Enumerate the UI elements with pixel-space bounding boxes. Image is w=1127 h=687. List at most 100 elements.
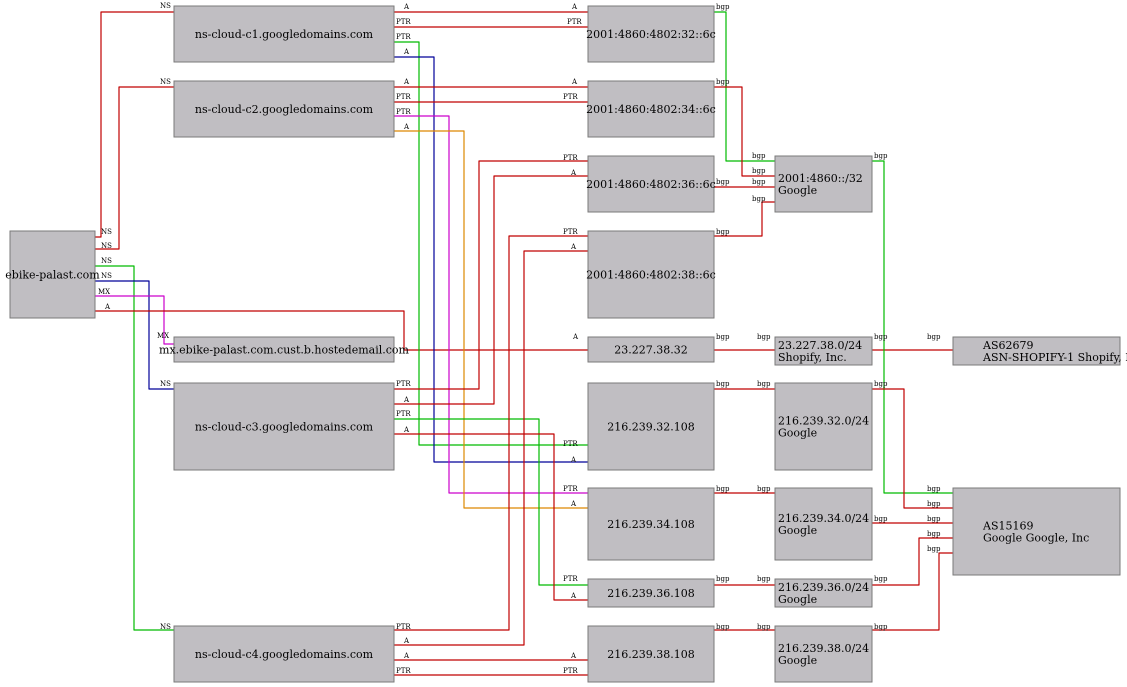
- edge-as-v6: [872, 160, 953, 494]
- edge-label: NS: [101, 272, 112, 280]
- edge-label: bgp: [716, 228, 730, 236]
- edge-label: PTR: [563, 440, 578, 448]
- node-box: [587, 625, 715, 683]
- node-ip-32[interactable]: 216.239.32.108: [587, 382, 715, 471]
- node-label: ns-cloud-c2.googledomains.com: [195, 103, 374, 116]
- node-ip6-36[interactable]: 2001:4860:4802:36::6c: [586, 155, 716, 213]
- edge-label: bgp: [716, 485, 730, 493]
- edge-label: bgp: [757, 485, 771, 493]
- node-label: 2001:4860::/32: [778, 172, 863, 185]
- edge-label: NS: [160, 78, 171, 86]
- edge-label: A: [104, 303, 111, 311]
- node-ebike[interactable]: ebike-palast.com: [5, 230, 100, 319]
- edge-label: bgp: [716, 380, 730, 388]
- node-c1[interactable]: ns-cloud-c1.googledomains.com: [173, 5, 395, 63]
- nodes-layer: ebike-palast.com ns-cloud-c1.googledomain…: [5, 5, 1127, 683]
- edge-ns-c3: [95, 280, 174, 390]
- node-box: [587, 80, 715, 138]
- edge-label: bgp: [927, 515, 941, 523]
- edge-ns-c1: [95, 11, 174, 238]
- node-ip6-38[interactable]: 2001:4860:4802:38::6c: [586, 230, 716, 319]
- edge-c3-a-v6: [394, 175, 588, 405]
- node-box: [173, 382, 395, 471]
- edge-label: bgp: [874, 575, 888, 583]
- node-label: 2001:4860:4802:32::6c: [586, 28, 716, 41]
- node-c2[interactable]: ns-cloud-c2.googledomains.com: [173, 80, 395, 138]
- edges-layer: [95, 11, 953, 676]
- edge-bgp-v6-34: [714, 86, 775, 177]
- node-label: ns-cloud-c4.googledomains.com: [195, 648, 374, 661]
- edge-label: PTR: [396, 93, 411, 101]
- node-mx[interactable]: mx.ebike-palast.com.cust.b.hostedemail.c…: [159, 336, 410, 363]
- node-ip6-34[interactable]: 2001:4860:4802:34::6c: [586, 80, 716, 138]
- node-box: [587, 5, 715, 63]
- node-label: ASN-SHOPIFY-1 Shopify, Inc: [982, 351, 1127, 364]
- edge-ns-c4: [95, 265, 174, 631]
- edge-label: A: [570, 169, 577, 177]
- edge-label: bgp: [874, 152, 888, 160]
- node-box: [173, 625, 395, 683]
- edge-c4-ptr-v6: [394, 235, 588, 631]
- node-box: [774, 578, 873, 608]
- edge-mx: [95, 295, 174, 345]
- edge-c2-a-v4: [394, 130, 588, 509]
- edge-label: A: [403, 652, 410, 660]
- edge-label: PTR: [396, 108, 411, 116]
- edge-label: A: [570, 592, 577, 600]
- node-label: Google: [778, 524, 817, 537]
- edge-ns-c2: [95, 86, 174, 250]
- node-label: 216.239.38.108: [607, 648, 694, 661]
- edge-label: PTR: [396, 380, 411, 388]
- node-box: [173, 80, 395, 138]
- edge-c4-a-v6: [394, 250, 588, 646]
- node-label: Google: [778, 593, 817, 606]
- edge-as-38: [872, 552, 953, 631]
- edge-label: PTR: [396, 410, 411, 418]
- edge-label: bgp: [874, 333, 888, 341]
- edge-label: MX: [157, 332, 169, 340]
- node-c4[interactable]: ns-cloud-c4.googledomains.com: [173, 625, 395, 683]
- edge-label: bgp: [752, 152, 766, 160]
- node-ip-38[interactable]: 216.239.38.108: [587, 625, 715, 683]
- edge-label: A: [570, 243, 577, 251]
- node-label: 2001:4860:4802:34::6c: [586, 103, 716, 116]
- node-box: [774, 155, 873, 213]
- edge-label: bgp: [874, 515, 888, 523]
- edge-as-32: [872, 388, 953, 509]
- node-label: 2001:4860:4802:36::6c: [586, 178, 716, 191]
- edge-label: PTR: [563, 667, 578, 675]
- edge-label: bgp: [716, 575, 730, 583]
- node-label: AS15169: [982, 520, 1033, 533]
- edge-label: PTR: [563, 154, 578, 162]
- node-label: 23.227.38.0/24: [778, 339, 862, 352]
- edge-label: bgp: [927, 545, 941, 553]
- node-label: 216.239.32.108: [607, 421, 694, 434]
- edge-label: A: [403, 123, 410, 131]
- node-box: [952, 487, 1121, 576]
- node-c3[interactable]: ns-cloud-c3.googledomains.com: [173, 382, 395, 471]
- node-box: [587, 155, 715, 213]
- edge-label: bgp: [757, 623, 771, 631]
- node-box: [952, 336, 1121, 366]
- node-ip-shop[interactable]: 23.227.38.32: [587, 336, 715, 363]
- edge-c2-ptr-v4: [394, 115, 588, 494]
- edge-a-shop: [95, 310, 588, 351]
- node-ip6-32[interactable]: 2001:4860:4802:32::6c: [586, 5, 716, 63]
- edge-label: A: [403, 637, 410, 645]
- node-ip-36[interactable]: 216.239.36.108: [587, 578, 715, 608]
- node-ip-34[interactable]: 216.239.34.108: [587, 487, 715, 561]
- edge-c1-a-v4: [394, 56, 588, 463]
- node-label: ns-cloud-c1.googledomains.com: [195, 28, 374, 41]
- edge-label: bgp: [874, 623, 888, 631]
- node-label: 216.239.34.0/24: [778, 512, 869, 525]
- edge-label: A: [403, 396, 410, 404]
- edge-label: PTR: [396, 18, 411, 26]
